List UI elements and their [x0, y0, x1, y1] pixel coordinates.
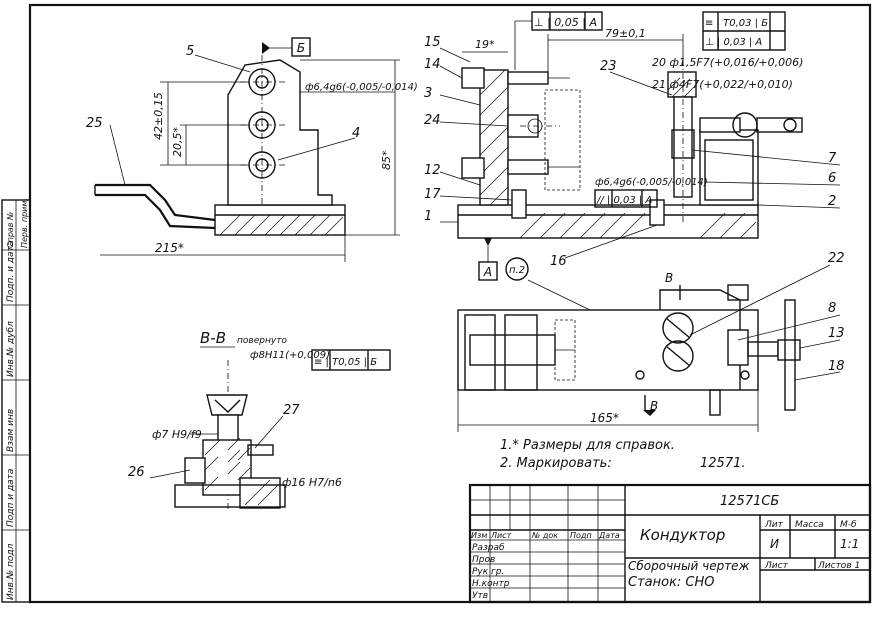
title-name: Кондуктор: [640, 526, 725, 544]
strip-inv-podl: Инв.№ подл: [6, 543, 16, 600]
section-arrow-bottom: В: [650, 399, 658, 413]
callout-12: 12: [424, 163, 441, 178]
callout-22: 22: [828, 251, 845, 266]
strip-podp-data-2: Подп. и дата: [6, 241, 16, 302]
callout-17: 17: [424, 187, 441, 202]
dim-85: 85*: [380, 150, 393, 170]
tol-sym-right: ≡ | T0,03 | Б: [705, 18, 768, 29]
callout-5: 5: [186, 44, 194, 59]
tol-perp-right: ⊥ | 0,03 | A: [705, 37, 762, 48]
side-view: Б 5 4 25 42±0,15 20,5* 85* 215* ф6,4g6(-…: [86, 37, 418, 262]
callout-8: 8: [828, 301, 836, 316]
dim-phi-6-4-top: ф6,4g6(-0,005/-0,014): [305, 82, 418, 93]
tb-razrab: Разраб: [472, 543, 505, 553]
binding-strip: Инв.№ подл Подп и дата Взам инв Инв.№ ду…: [1, 198, 31, 603]
callout-4: 4: [352, 126, 360, 141]
tb-utv: Утв: [472, 591, 488, 601]
dim-215: 215*: [155, 241, 184, 255]
tol-sym-bb: ≡ | T0,05 | Б: [314, 357, 377, 368]
dim-phi-4: 21 ф4F7(+0,022/+0,010): [652, 78, 793, 91]
callout-7: 7: [828, 151, 837, 166]
section-arrow-top: В: [665, 271, 673, 285]
tb-scale-value: 1:1: [840, 537, 859, 551]
front-section: А ⊥ | 0,05 | A 79±0,1 19* ≡ | T0,03 | Б …: [424, 11, 841, 281]
tb-col-izm: Изм: [471, 531, 487, 540]
dim-phi-6-4-mid: ф6,4g6(-0,005/-0,014): [595, 177, 708, 188]
callout-27: 27: [283, 403, 300, 418]
callout-16: 16: [550, 254, 567, 269]
dim-165: 165*: [590, 411, 619, 425]
tb-mass-header: Масса: [795, 520, 824, 530]
tb-col-doc: № док: [531, 531, 558, 540]
callout-18: 18: [828, 359, 845, 374]
tb-scale-header: М-б: [840, 520, 857, 530]
datum-a: А: [483, 265, 492, 279]
strip-perv-prim: Перв. прим.: [20, 198, 29, 248]
section-sub: повернуто: [237, 336, 287, 346]
strip-sprav: Справ №: [6, 212, 15, 248]
title-subtitle: Сборочный чертеж: [628, 559, 750, 573]
tol-parallel: // | 0,03 | A: [596, 195, 652, 206]
callout-3: 3: [424, 86, 432, 101]
dim-20-5: 20,5*: [171, 127, 184, 157]
tb-col-list: Лист: [490, 531, 512, 540]
note-2-code: 12571.: [700, 456, 746, 471]
section-b-b: В-В повернуто ф8H11(+0,009) ≡ | T0,05 | …: [128, 329, 391, 510]
note-1: 1.* Размеры для справок.: [500, 438, 675, 453]
callout-1: 1: [424, 209, 432, 224]
tb-sheets: Листов 1: [817, 561, 860, 571]
title-machine: Станок: СНО: [628, 575, 715, 590]
callout-14: 14: [424, 57, 441, 72]
tol-perp-top: ⊥ | 0,05 | A: [534, 16, 597, 29]
notes: 1.* Размеры для справок. 2. Маркировать:…: [500, 438, 746, 471]
tb-sheet: Лист: [764, 561, 789, 571]
tb-nkontr: Н.контр: [472, 579, 510, 589]
tb-prov: Пров: [472, 555, 495, 565]
section-label: В-В: [200, 329, 226, 347]
datum-b-top: Б: [297, 41, 305, 55]
callout-2: 2: [828, 194, 836, 209]
dim-42: 42±0,15: [152, 92, 165, 140]
plan-view: п.2 В В 165* 22: [457, 251, 845, 432]
dim-phi-1-5: 20 ф1,5F7(+0,016/+0,006): [652, 56, 803, 69]
callout-24: 24: [424, 113, 441, 128]
dim-79: 79±0,1: [605, 27, 646, 40]
callout-13: 13: [828, 326, 845, 341]
callout-15: 15: [424, 35, 441, 50]
callout-23: 23: [600, 59, 617, 74]
tb-col-sign: Подп: [570, 531, 592, 540]
strip-podp-data: Подп и дата: [6, 469, 16, 527]
tb-lit-value: И: [770, 537, 779, 551]
tb-col-date: Дата: [598, 531, 620, 540]
callout-25: 25: [86, 116, 103, 131]
tb-lit-header: Лит: [764, 520, 784, 530]
dim-phi-8: ф8H11(+0,009): [250, 350, 330, 361]
dim-phi-16: ф16 H7/n6: [282, 476, 342, 489]
doc-code: 12571СБ: [720, 494, 779, 509]
title-block: 12571СБ Кондуктор Сборочный чертеж Стано…: [468, 483, 872, 604]
dim-19: 19*: [475, 38, 495, 51]
note-2: 2. Маркировать:: [500, 456, 612, 471]
view-circle: п.2: [509, 265, 525, 276]
callout-26: 26: [128, 465, 145, 480]
dim-phi-7: ф7 H9/f9: [152, 428, 202, 441]
callout-6: 6: [828, 171, 836, 186]
strip-inv-dubl: Инв.№ дубл: [6, 321, 16, 377]
tb-ruk: Рук гр.: [472, 567, 504, 577]
strip-vzam-inv: Взам инв: [6, 409, 16, 452]
